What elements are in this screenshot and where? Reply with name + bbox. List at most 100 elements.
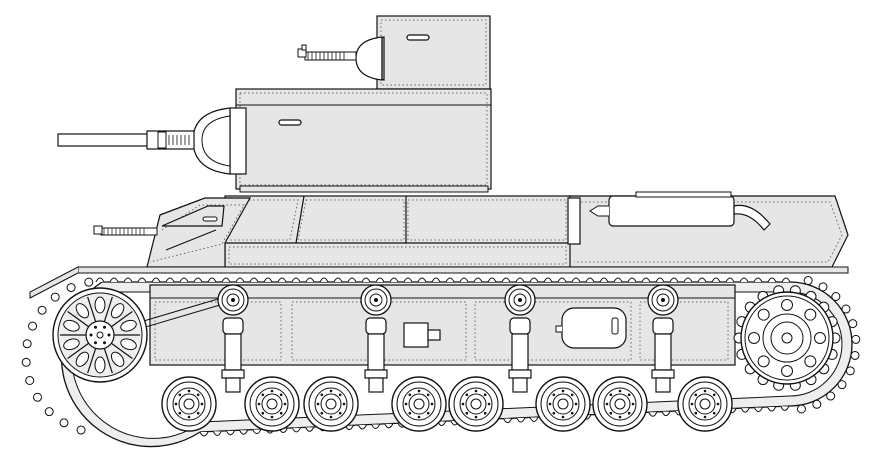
track-tooth (291, 427, 301, 433)
return-roller (360, 284, 392, 316)
track-tooth (221, 277, 231, 283)
track-tooth (151, 277, 161, 283)
main-gun (57, 130, 195, 150)
track-tooth (50, 292, 60, 302)
track-tooth (291, 277, 301, 283)
road-wheel (448, 376, 504, 432)
track-tooth (179, 277, 189, 283)
track-tooth (557, 277, 567, 283)
track-tooth (384, 423, 394, 429)
track-tooth (193, 277, 203, 283)
track-tooth (740, 407, 750, 413)
return-roller (217, 284, 249, 316)
track-tooth (76, 425, 86, 435)
track-tooth (487, 277, 497, 283)
suspension-strut (364, 317, 388, 393)
track-tooth (661, 411, 671, 417)
track-tooth (123, 277, 133, 283)
track-tooth (431, 277, 441, 283)
track-tooth (711, 277, 721, 283)
track-tooth (417, 277, 427, 283)
track-tooth (841, 304, 851, 314)
track-tooth (347, 277, 357, 283)
track-tooth (837, 380, 847, 390)
track-tooth (207, 277, 217, 283)
track-tooth (641, 277, 651, 283)
track-tooth (21, 357, 31, 367)
track-tooth (37, 305, 47, 315)
track-tooth (753, 277, 763, 283)
hull-machine-gun (93, 225, 158, 236)
road-wheel (161, 376, 217, 432)
track-tooth (25, 375, 35, 385)
road-wheel (303, 376, 359, 432)
track-tooth (389, 277, 399, 283)
suspension-strut (508, 317, 532, 393)
track-tooth (529, 277, 539, 283)
track-tooth (585, 277, 595, 283)
track-tooth (109, 277, 119, 283)
road-wheel (677, 376, 733, 432)
track-tooth (767, 406, 777, 412)
track-tooth (831, 292, 841, 302)
track-tooth (66, 283, 76, 293)
road-wheel (391, 376, 447, 432)
track-tooth (59, 418, 69, 428)
track-tooth (803, 276, 813, 286)
track-tooth (725, 277, 735, 283)
road-wheels (161, 376, 733, 432)
turret-machine-gun (297, 44, 357, 61)
track-tooth (501, 277, 511, 283)
track-tooth (543, 277, 553, 283)
track-tooth (529, 417, 539, 422)
upper-turret (355, 15, 491, 90)
track-tooth (845, 366, 855, 376)
main-turret (192, 88, 492, 193)
track-tooth (851, 334, 861, 344)
track-tooth (22, 339, 32, 349)
return-rollers (217, 284, 679, 316)
road-wheel (244, 376, 300, 432)
track-tooth (212, 431, 222, 436)
track-tooth (305, 427, 315, 432)
track-tooth (683, 277, 693, 283)
lower-hull (119, 284, 736, 366)
track-tooth (199, 431, 209, 437)
track-tooth (445, 277, 455, 283)
suspension (221, 317, 675, 393)
track-tooth (95, 277, 105, 283)
track-tooth (319, 277, 329, 283)
hull-panel-rivets (639, 301, 729, 361)
track-tooth (848, 319, 858, 329)
track-tooth (375, 277, 385, 283)
track-tooth (613, 277, 623, 283)
track-tooth (515, 277, 525, 283)
return-roller (504, 284, 536, 316)
road-wheel (535, 376, 591, 432)
track-tooth (33, 392, 43, 402)
suspension-strut (221, 317, 245, 393)
track-tooth (697, 277, 707, 283)
track-tooth (225, 430, 235, 436)
return-roller (647, 284, 679, 316)
track-tooth (753, 407, 763, 413)
hull (29, 191, 849, 299)
track-tooth (571, 277, 581, 283)
track-tooth (252, 429, 262, 435)
track-tooth (767, 277, 777, 283)
track-tooth (669, 277, 679, 283)
track-tooth (503, 418, 513, 424)
track-tooth (137, 277, 147, 283)
track-tooth (812, 399, 822, 409)
track-tooth (648, 411, 658, 417)
track-tooth (305, 277, 315, 283)
track-tooth (739, 277, 749, 283)
track-tooth (850, 350, 860, 360)
track-tooth (277, 277, 287, 283)
track-tooth (44, 407, 54, 417)
track-tooth (361, 277, 371, 283)
track-tooth (28, 321, 38, 331)
track-tooth (796, 404, 806, 414)
